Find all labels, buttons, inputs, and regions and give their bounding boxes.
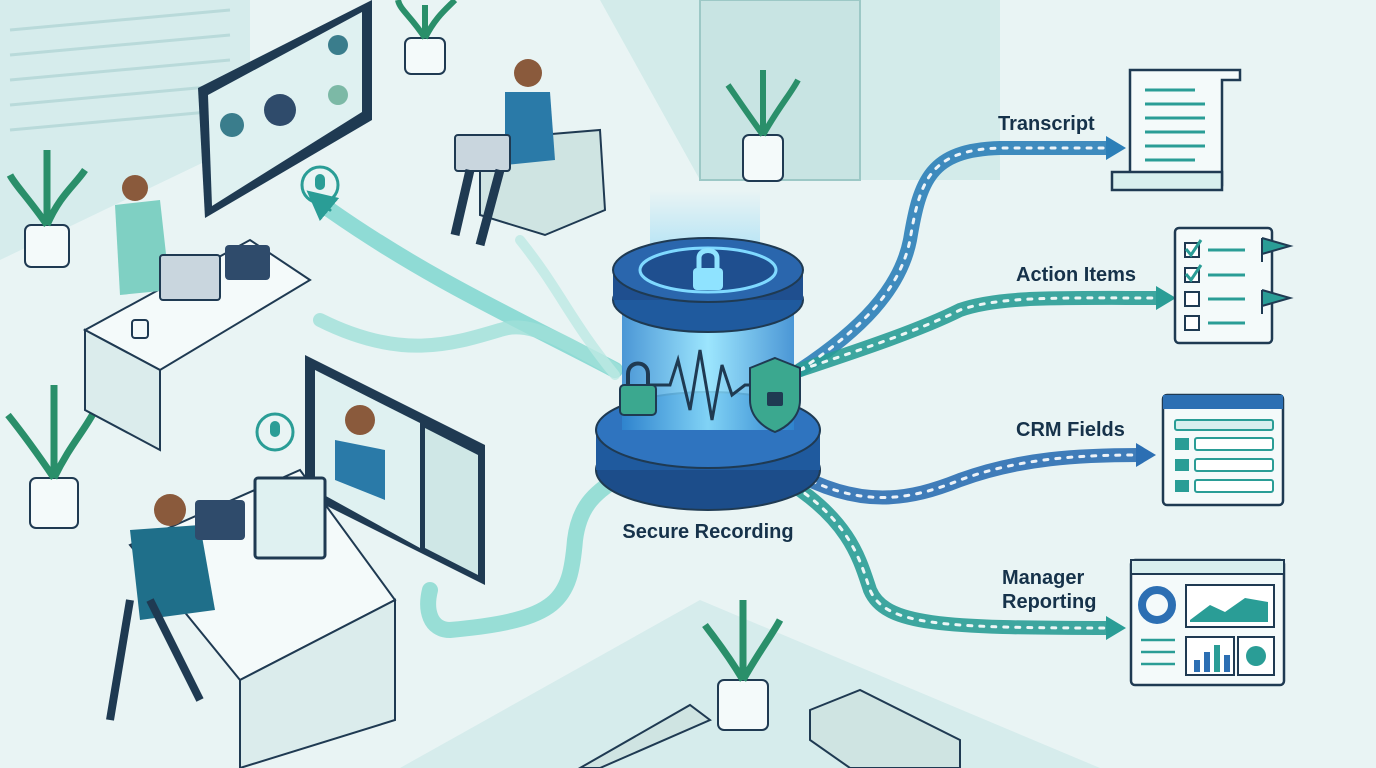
dashboard-icon [1129,558,1286,687]
microphone-icon [255,412,295,452]
agent-desk-top [82,175,312,452]
shield-lock-icon [749,356,801,434]
manager-reporting-label-line1: Manager [1002,567,1084,589]
hub-label: Secure Recording [622,521,793,543]
plant-icon [5,385,99,529]
sofa [577,688,961,768]
crm-form-icon [1161,393,1285,507]
video-call-screen [198,0,372,218]
input-flow-paths [306,190,638,639]
plant-icon [725,70,801,182]
transcript-document-icon [1110,68,1242,192]
microphone-icon [300,165,340,205]
manager-reporting-label-line2: Reporting [1002,591,1096,613]
output-flow-paths [778,136,1176,640]
crm-fields-label: CRM Fields [1016,419,1125,441]
plant-icon [702,600,784,731]
plant-icon [395,0,458,75]
plant-icon [6,150,88,268]
action-items-label: Action Items [1016,264,1136,286]
agent-desk-bottom [106,468,397,768]
person-armchair [450,59,607,247]
transcript-label: Transcript [998,113,1095,135]
video-call-screen-large [305,355,485,585]
padlock-icon [619,361,657,416]
window-blinds [9,8,231,132]
padlock-icon [693,248,723,290]
checklist-icon [1173,226,1294,345]
